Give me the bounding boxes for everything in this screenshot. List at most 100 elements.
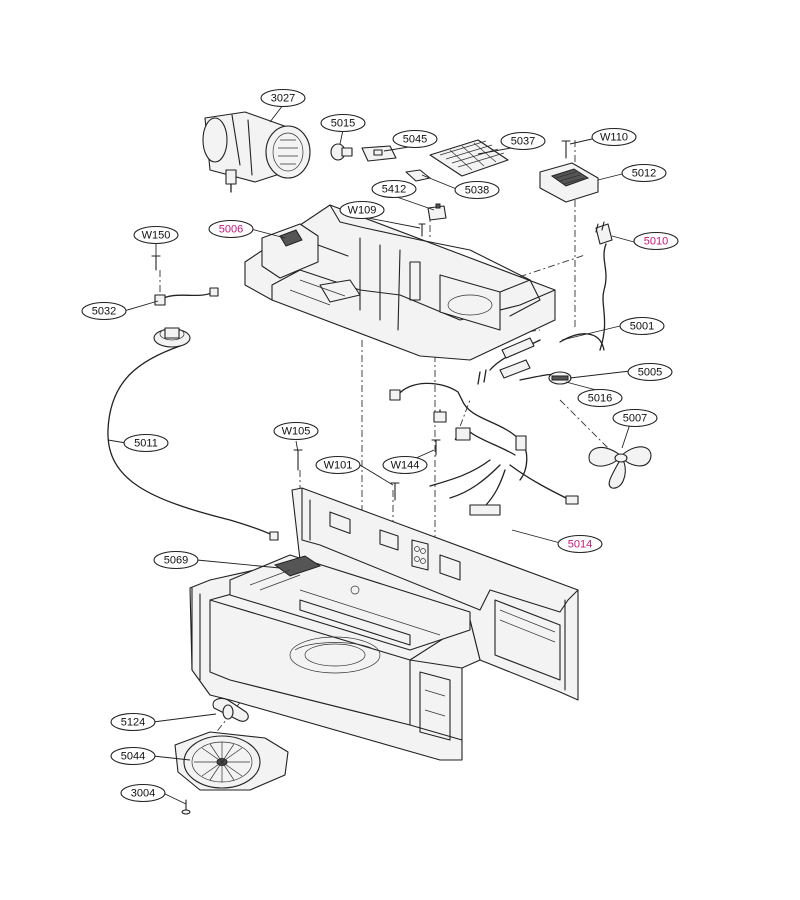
callout-balloon [619, 316, 665, 336]
callout-balloon [123, 433, 169, 453]
callout-balloon [208, 219, 254, 239]
callout-balloon [382, 455, 428, 475]
screw-3004-part [181, 799, 191, 815]
callout-label: 5006 [219, 224, 243, 236]
callout-balloon [320, 113, 366, 133]
callout-label: 5032 [92, 306, 116, 318]
callout-label: 5016 [588, 393, 612, 405]
screw-w105-part [293, 449, 303, 471]
callout-balloon [110, 712, 156, 732]
callout-5005: 5005 [627, 362, 673, 382]
callout-5045: 5045 [392, 129, 438, 149]
filter-part [429, 139, 509, 177]
callout-5124: 5124 [110, 712, 156, 732]
screw-w109-part [418, 223, 426, 237]
callout-balloon [315, 455, 361, 475]
callout-5011: 5011 [123, 433, 169, 453]
coupler-part [212, 697, 249, 722]
callout-label: 5001 [630, 321, 654, 333]
callout-label: W150 [142, 230, 171, 242]
callout-balloon [621, 163, 667, 183]
callout-5015: 5015 [320, 113, 366, 133]
callout-label: 5412 [382, 184, 406, 196]
motor-assembly-part [174, 731, 289, 791]
callout-label: 5045 [403, 134, 427, 146]
lamp-part [330, 143, 353, 161]
callout-balloon [110, 746, 156, 766]
callout-w150: W150 [133, 225, 179, 245]
callout-w144: W144 [382, 455, 428, 475]
blower-motor-part [202, 111, 311, 193]
lamp-socket-part [361, 145, 397, 162]
sensor-cable-part [107, 345, 279, 541]
fan-blade-part [588, 446, 652, 489]
callout-balloon [633, 231, 679, 251]
callout-5032: 5032 [81, 301, 127, 321]
callout-w105: W105 [273, 421, 319, 441]
callout-balloon [153, 550, 199, 570]
callout-3027: 3027 [260, 88, 306, 108]
callout-balloon [577, 388, 623, 408]
callout-balloon [454, 180, 500, 200]
callout-5037: 5037 [500, 131, 546, 151]
callout-balloon [273, 421, 319, 441]
callout-5007: 5007 [612, 408, 658, 428]
bracket-part [405, 169, 431, 182]
callout-3004: 3004 [120, 783, 166, 803]
sensor-part [151, 255, 219, 348]
callout-balloon [500, 131, 546, 151]
callout-label: 5044 [121, 751, 145, 763]
switch-part [427, 203, 447, 221]
callout-label: 5010 [644, 236, 668, 248]
callout-5012: 5012 [621, 163, 667, 183]
callout-balloon [612, 408, 658, 428]
callout-label: 5011 [134, 438, 158, 450]
callout-label: 5015 [331, 118, 355, 130]
callout-balloon [627, 362, 673, 382]
callout-balloon [591, 127, 637, 147]
callout-label: 5037 [511, 136, 535, 148]
control-board-part [539, 162, 599, 203]
callout-5412: 5412 [371, 179, 417, 199]
callout-label: W110 [600, 132, 628, 144]
callout-5010: 5010 [633, 231, 679, 251]
callout-label: 5069 [164, 555, 188, 567]
main-cavity-part [189, 487, 579, 761]
callout-w110: W110 [591, 127, 637, 147]
callout-balloon [260, 88, 306, 108]
callout-w101: W101 [315, 455, 361, 475]
callout-5001: 5001 [619, 316, 665, 336]
callout-balloon [120, 783, 166, 803]
callout-balloon [81, 301, 127, 321]
callout-label: 3004 [131, 788, 155, 800]
screw-w110-part [561, 140, 571, 159]
callout-5016: 5016 [577, 388, 623, 408]
screw-w144-part [431, 439, 441, 456]
callout-5069: 5069 [153, 550, 199, 570]
callout-5006: 5006 [208, 219, 254, 239]
callout-label: 5124 [121, 717, 145, 729]
callout-balloon [392, 129, 438, 149]
callout-balloon [371, 179, 417, 199]
wire-harness-part [389, 333, 605, 516]
callout-label: 5007 [623, 413, 647, 425]
callout-5038: 5038 [454, 180, 500, 200]
callout-label: W144 [391, 460, 420, 472]
upper-base-plate-part [244, 204, 556, 361]
callout-label: W109 [348, 205, 377, 217]
callout-label: W101 [324, 460, 353, 472]
callout-5014: 5014 [557, 534, 603, 554]
callout-label: 5014 [568, 539, 592, 551]
callout-label: 3027 [271, 93, 295, 105]
callout-label: 5012 [632, 168, 656, 180]
callout-balloon [557, 534, 603, 554]
callout-balloon [133, 225, 179, 245]
callout-5044: 5044 [110, 746, 156, 766]
callout-label: 5005 [638, 367, 662, 379]
callout-label: W105 [282, 426, 311, 438]
callout-label: 5038 [465, 185, 489, 197]
callout-balloon [339, 200, 385, 220]
